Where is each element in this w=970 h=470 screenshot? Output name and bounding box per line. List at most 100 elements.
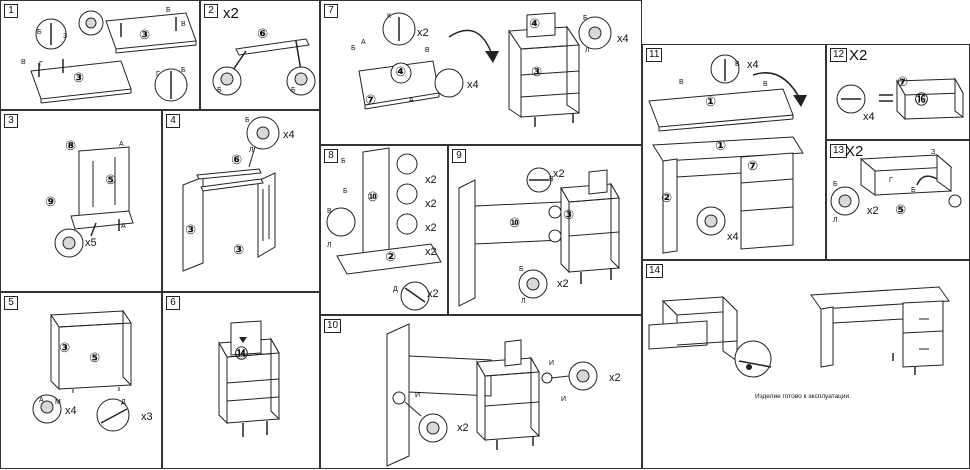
part-5: ⑤ <box>89 351 101 366</box>
part-8: ⑧ <box>65 139 77 154</box>
label-g2: Г <box>156 71 160 78</box>
multiplier: x2 <box>457 422 469 434</box>
label-i2: И <box>561 396 567 403</box>
step-9-drawing <box>458 167 620 307</box>
multiplier: x2 <box>553 168 565 180</box>
label-l: Л <box>327 242 332 249</box>
step-13-panel: 13 X2 x2 ⑤ Б Л Г Б З <box>826 140 970 260</box>
step-5-drawing <box>32 309 132 432</box>
step-number: 9 <box>452 149 466 163</box>
step-7-panel: 7 x2 x4 x4 <box>320 0 642 145</box>
step-3-drawing <box>54 146 134 258</box>
step-1-drawing <box>30 10 197 104</box>
step-number: 4 <box>166 114 180 128</box>
label-a: А <box>119 141 124 148</box>
multiplier-small: x4 <box>863 111 875 123</box>
step-6-drawing <box>218 320 280 437</box>
multiplier: x4 <box>747 59 759 71</box>
part-6: ⑥ <box>257 27 269 42</box>
step-9-panel: 9 x2 x2 ⑩ ③ В Б Л <box>448 145 642 315</box>
step-7-drawing <box>358 12 612 127</box>
part-3-right: ③ <box>233 243 245 258</box>
part-3: ③ <box>563 208 575 223</box>
multiplier-small: x2 <box>867 205 879 217</box>
label-g: Г <box>889 177 893 184</box>
part-5: ⑤ <box>895 203 907 218</box>
multiplier: X2 <box>849 47 868 64</box>
part-7: ⑦ <box>365 93 377 108</box>
step-11-panel: 11 x4 x4 ① ① ② ⑦ В В В <box>642 44 826 260</box>
step-number: 12 <box>830 48 848 62</box>
step-6-panel: 6 ⑭ <box>162 292 320 469</box>
multiplier: x2 <box>417 27 429 39</box>
multiplier: x5 <box>85 237 97 249</box>
label-b2: Б <box>343 188 348 195</box>
label-b: Б <box>341 158 346 165</box>
label-b: Б <box>833 181 838 188</box>
step-number: 1 <box>4 4 18 18</box>
multiplier-e: x2 <box>427 288 439 300</box>
label-i: И <box>415 392 421 399</box>
multiplier-2: x3 <box>141 411 153 423</box>
label-z: З <box>931 149 936 156</box>
part-3-right: ③ <box>139 28 151 43</box>
step-number: 10 <box>324 319 342 333</box>
label-v: В <box>327 208 332 215</box>
part-10: ⑩ <box>509 216 521 231</box>
finish-note: Изделие готово к эксплуатации. <box>755 393 851 400</box>
label-b: Б <box>519 266 524 273</box>
multiplier-b: x2 <box>425 198 437 210</box>
part-9: ⑨ <box>45 195 57 210</box>
multiplier: x4 <box>65 405 77 417</box>
step-2-panel: 2 x2 ⑥ Б Б <box>200 0 320 110</box>
label-a2: А <box>121 223 126 230</box>
step-1-panel: 1 ③ ③ В Г Б З Б В <box>0 0 200 110</box>
part-7: ⑦ <box>747 159 759 174</box>
step-12-panel: 12 X2 x4 ⑦ ⑯ <box>826 44 970 140</box>
step-number: 8 <box>324 149 338 163</box>
part-4-b: ④ <box>529 17 541 32</box>
multiplier-c: x2 <box>425 222 437 234</box>
label-v: В <box>21 59 26 66</box>
label-k: К <box>387 13 392 20</box>
part-10: ⑩ <box>367 190 379 205</box>
part-5: ⑤ <box>105 173 117 188</box>
label-b2: Б <box>166 7 171 14</box>
label-l: Л <box>249 147 254 154</box>
label-a2: А <box>409 97 414 104</box>
label-b3: Б <box>181 67 186 74</box>
label-m: М <box>55 399 61 406</box>
step-8-panel: 8 ⑩ ② x2 x2 x2 x2 x2 Б Б В Л Д <box>320 145 448 315</box>
part-3: ③ <box>59 341 71 356</box>
label-i3: И <box>549 360 555 367</box>
label-v2: В <box>181 21 186 28</box>
step-10-drawing <box>386 323 598 467</box>
step-number: 7 <box>324 4 338 18</box>
step-14-drawing <box>648 286 950 378</box>
label-b2: Б <box>911 187 916 194</box>
label-a: А <box>39 397 44 404</box>
step-8-drawing <box>326 147 442 311</box>
part-3: ③ <box>531 65 543 80</box>
part-1: ① <box>705 95 717 110</box>
label-d: Д <box>393 286 398 293</box>
part-7: ⑦ <box>897 75 909 90</box>
multiplier-2: x4 <box>727 231 739 243</box>
step-14-panel: 14 Изделие готово к эксплуатации. <box>642 260 970 469</box>
step-5-panel: 5 ③ ⑤ x4 x3 Д А М <box>0 292 162 469</box>
label-z: З <box>63 33 68 40</box>
label-v: В <box>679 79 684 86</box>
multiplier-2: x4 <box>467 79 479 91</box>
label-b: Б <box>217 87 222 94</box>
multiplier-2: x2 <box>609 372 621 384</box>
part-2: ② <box>661 191 673 206</box>
step-4-drawing <box>182 116 280 272</box>
multiplier-3: x4 <box>617 33 629 45</box>
label-l: Л <box>833 217 838 224</box>
label-a: А <box>361 39 366 46</box>
step-number: 2 <box>204 4 218 18</box>
multiplier: x4 <box>283 129 295 141</box>
label-b: Б <box>37 29 42 36</box>
multiplier: X2 <box>845 143 864 160</box>
